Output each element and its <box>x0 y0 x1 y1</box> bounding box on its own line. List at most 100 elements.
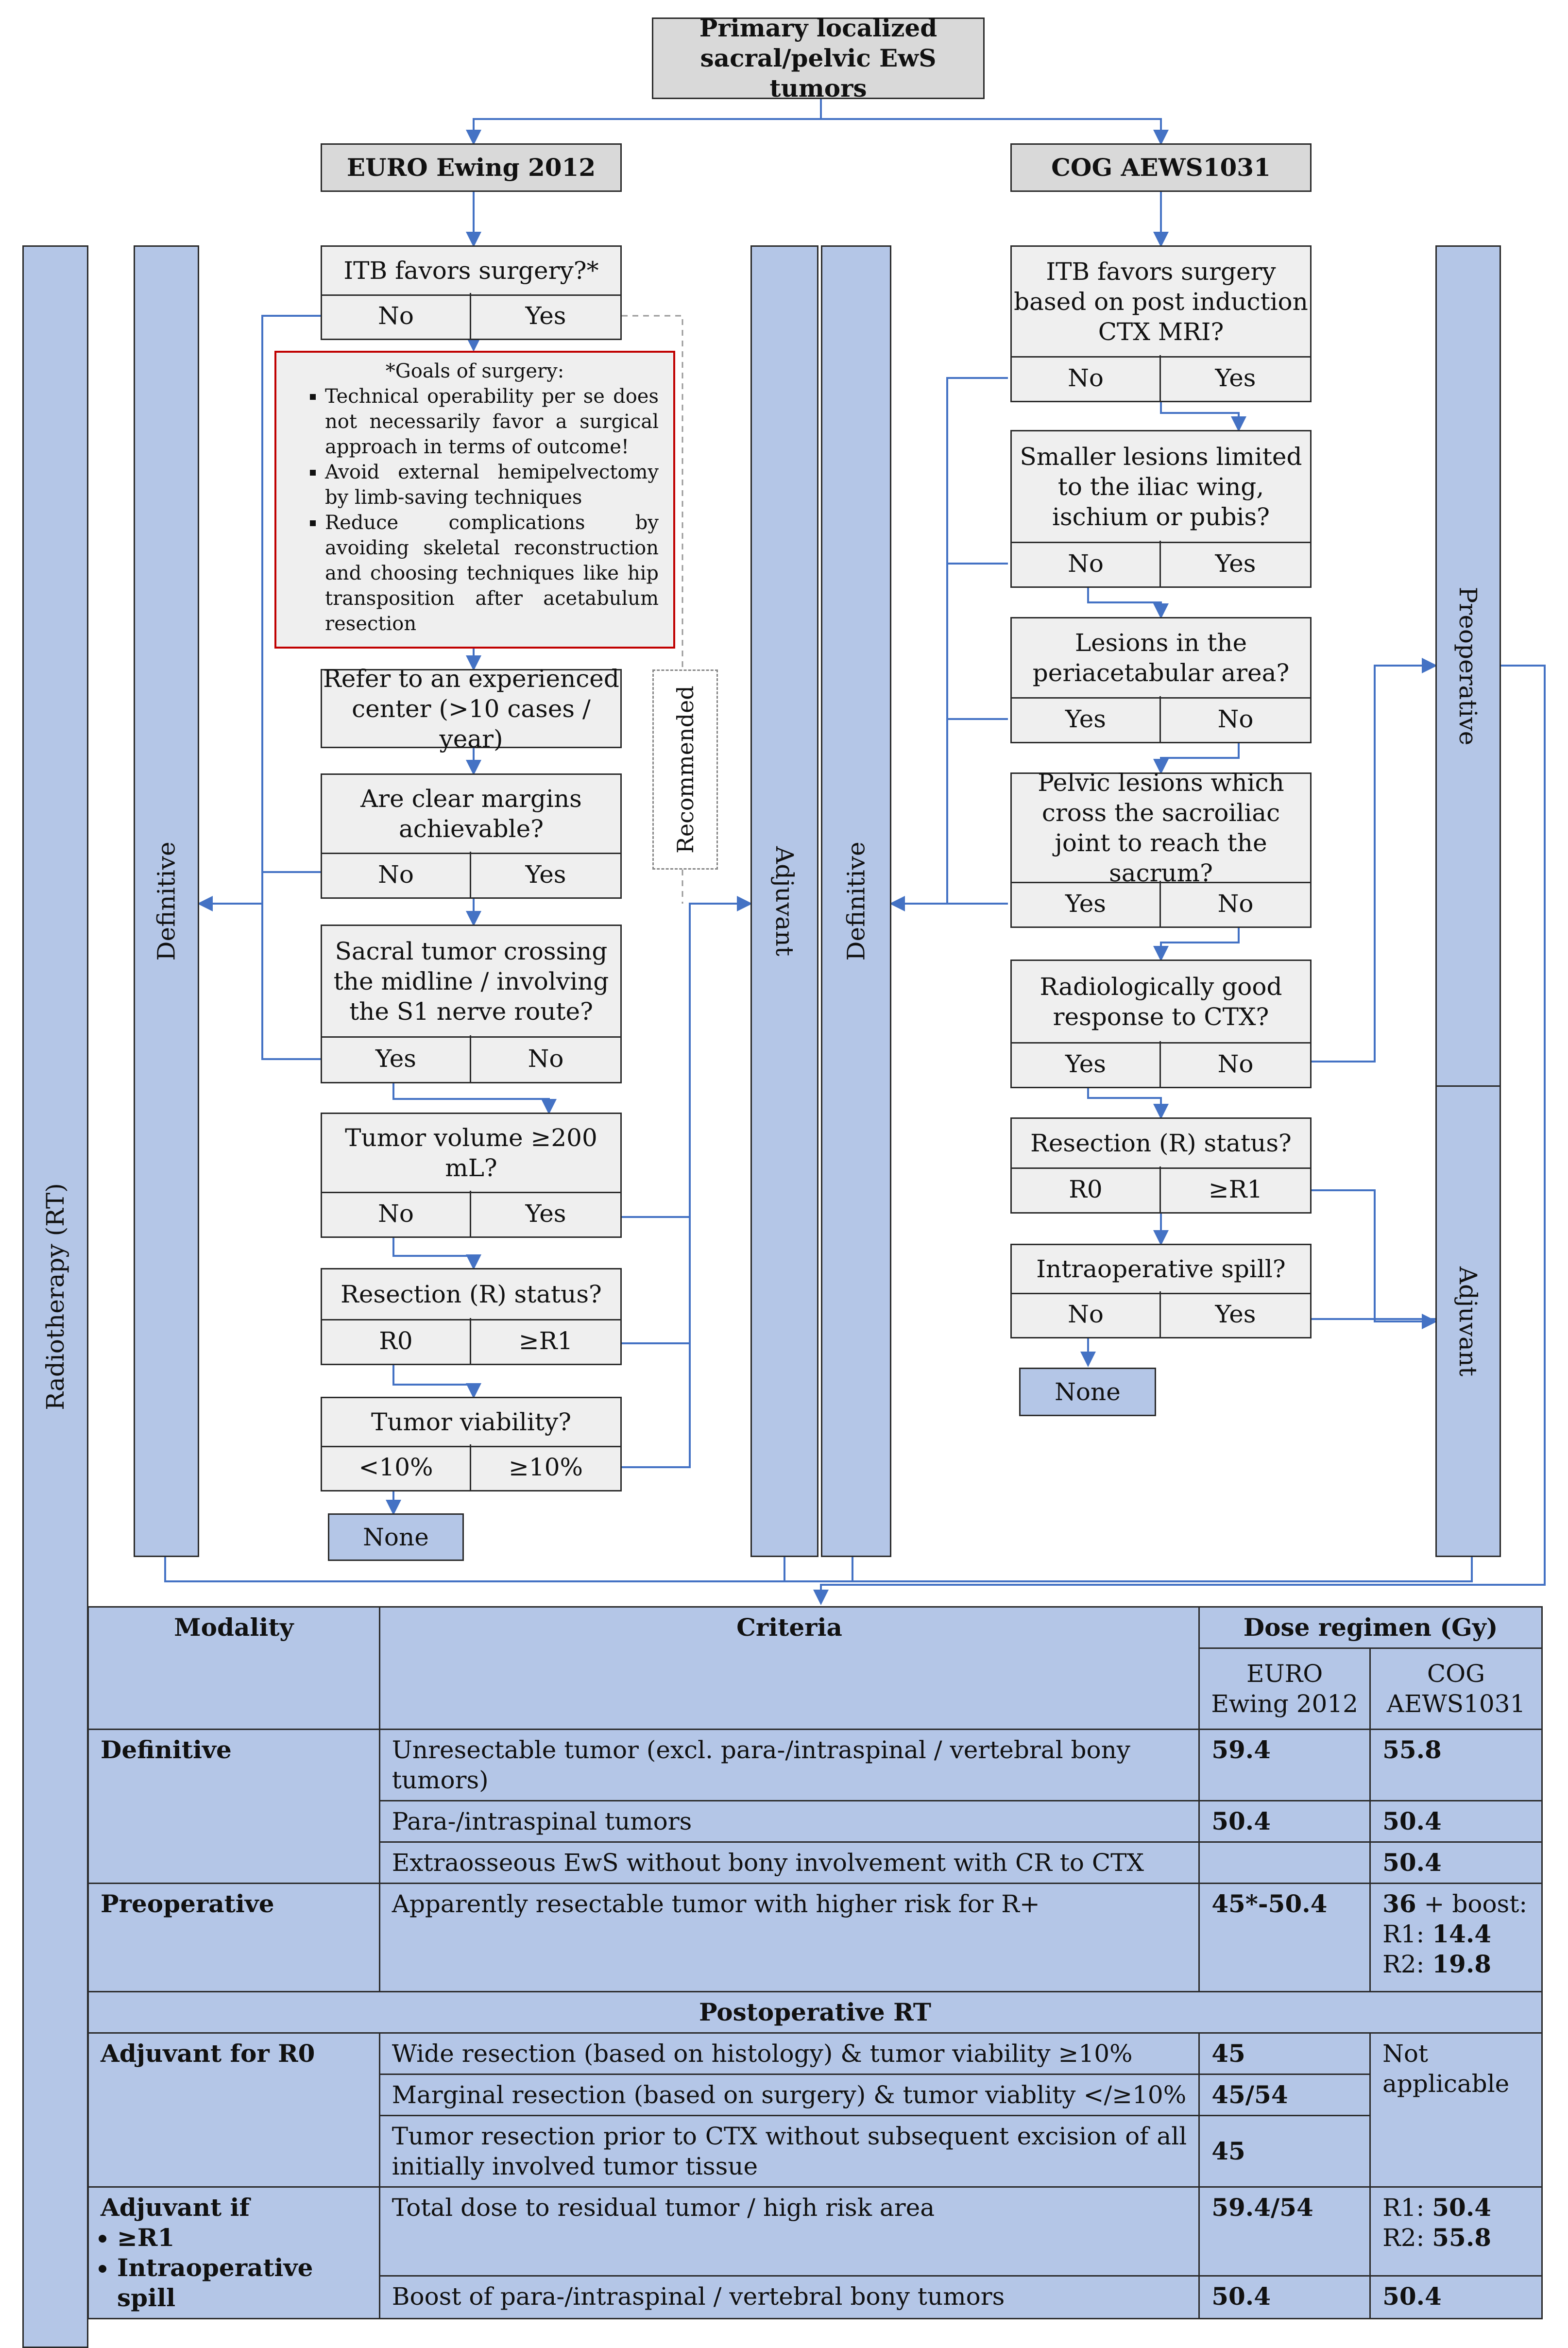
cog-dose-cell: 50.4 <box>1369 2275 1543 2319</box>
cog-dose-value: 55.8 <box>1432 2223 1492 2252</box>
euro-q2-yes: Yes <box>525 860 566 889</box>
euro-q1-yes: Yes <box>525 302 566 330</box>
cog-dose-value: 36 <box>1382 1889 1416 1918</box>
goals-of-surgery-box: *Goals of surgery: Technical operability… <box>274 351 675 649</box>
table-row: Adjuvant if ≥R1 Intraoperative spill Tot… <box>87 2186 1543 2319</box>
euro-q5-question: Resection (R) status? <box>322 1269 620 1320</box>
postoperative-section: Postoperative RT <box>87 1991 1543 2034</box>
header-euro: EURO Ewing 2012 <box>1198 1647 1371 1730</box>
cog-q4-no: No <box>1217 890 1254 918</box>
cog-dose-cell: R1: 50.4 R2: 55.8 <box>1369 2186 1543 2277</box>
cog-dose-value: 19.8 <box>1432 1950 1492 1978</box>
cog-preoperative-label: Preoperative <box>1454 586 1483 746</box>
cog-q6-r0: R0 <box>1012 1166 1161 1212</box>
definitive-label: Definitive <box>87 1729 380 1884</box>
cog-q3: Lesions in the periacetabular area? Yes … <box>1010 617 1312 743</box>
euro-q2-question: Are clear margins achievable? <box>322 775 620 854</box>
euro-definitive-label: Definitive <box>152 841 181 961</box>
euro-q2-no: No <box>322 852 471 897</box>
goals-item: Technical operability per se does not ne… <box>325 384 659 460</box>
euro-q3-no: No <box>528 1045 564 1073</box>
cog-q4-question: Pelvic lesions which cross the sacroilia… <box>1012 769 1310 887</box>
cog-q2-no: No <box>1012 541 1161 586</box>
euro-q2: Are clear margins achievable? No Yes <box>321 773 622 899</box>
euro-q5: Resection (R) status? R0 ≥R1 <box>321 1268 622 1365</box>
refer-label: Refer to an experienced center (>10 case… <box>323 664 619 753</box>
euro-q1-no: No <box>322 293 471 339</box>
rt-bar-label: Radiotherapy (RT) <box>41 1183 70 1410</box>
euro-definitive-bar: Definitive <box>134 245 199 1557</box>
cog-dose-value: 50.4 <box>1432 2193 1492 2222</box>
rt-bar: Radiotherapy (RT) <box>22 245 88 2348</box>
cog-q2-yes: Yes <box>1215 549 1256 578</box>
goals-list: Technical operability per se does not ne… <box>291 384 659 636</box>
cog-dose-cell: 55.8 <box>1369 1729 1543 1801</box>
euro-dose-cell: 45 <box>1198 2115 1371 2188</box>
cog-q3-yes: Yes <box>1012 696 1161 742</box>
euro-adjuvant-label: Adjuvant <box>770 846 799 957</box>
euro-q3: Sacral tumor crossing the midline / invo… <box>321 925 622 1083</box>
cog-dose-cell: Not applicable <box>1369 2032 1543 2188</box>
cog-definitive-bar: Definitive <box>821 245 891 1557</box>
criteria-cell: Marginal resection (based on surgery) & … <box>378 2074 1200 2116</box>
cog-q7-question: Intraoperative spill? <box>1012 1245 1310 1294</box>
header-criteria: Criteria <box>378 1606 1200 1730</box>
cog-q4-yes: Yes <box>1012 881 1161 926</box>
euro-header: EURO Ewing 2012 <box>321 143 622 192</box>
euro-q6-question: Tumor viability? <box>322 1398 620 1447</box>
criteria-cell: Unresectable tumor (excl. para-/intraspi… <box>378 1729 1200 1801</box>
euro-q4-question: Tumor volume ≥200 mL? <box>322 1114 620 1193</box>
euro-dose-cell: 59.4/54 <box>1198 2186 1371 2277</box>
cog-q1-no: No <box>1012 355 1161 401</box>
top-box: Primary localized sacral/pelvic EwS tumo… <box>652 14 985 103</box>
cog-dose-cell: 50.4 <box>1369 1841 1543 1884</box>
euro-q1-question: ITB favors surgery?* <box>322 247 620 296</box>
euro-none-box: None <box>328 1513 464 1561</box>
euro-none-label: None <box>363 1523 429 1551</box>
cog-q3-question: Lesions in the periacetabular area? <box>1012 618 1310 699</box>
cog-none-label: None <box>1055 1378 1121 1406</box>
euro-q1: ITB favors surgery?* No Yes <box>321 245 622 340</box>
goals-item: Reduce complications by avoiding skeleta… <box>325 510 659 636</box>
table-subheader-row: EURO Ewing 2012 COG AEWS1031 <box>88 1647 1543 1730</box>
cog-q3-no: No <box>1217 705 1254 733</box>
euro-q6: Tumor viability? <10% ≥10% <box>321 1397 622 1491</box>
table-section-row: Postoperative RT <box>87 1991 1543 2034</box>
euro-dose-cell: 45 <box>1198 2032 1371 2075</box>
cog-dose-note: R1: <box>1382 1920 1432 1948</box>
criteria-cell: Extraosseous EwS without bony involvemen… <box>378 1841 1200 1884</box>
adjuvant-if-title: Adjuvant if <box>101 2193 250 2222</box>
criteria-cell: Total dose to residual tumor / high risk… <box>378 2186 1200 2277</box>
cog-q7: Intraoperative spill? No Yes <box>1010 1244 1312 1338</box>
refer-box: Refer to an experienced center (>10 case… <box>321 665 622 753</box>
euro-q4-yes: Yes <box>525 1200 566 1228</box>
cog-q2-question: Smaller lesions limited to the iliac win… <box>1012 431 1310 543</box>
cog-none-box: None <box>1019 1368 1156 1416</box>
euro-dose-cell: 45*-50.4 <box>1198 1883 1371 1992</box>
cog-q5-yes: Yes <box>1012 1041 1161 1087</box>
recommended-box: Recommended <box>652 669 718 870</box>
euro-q6-low: <10% <box>322 1444 471 1490</box>
euro-q4-no: No <box>322 1191 471 1236</box>
cog-dose-cell: 36 + boost: R1: 14.4 R2: 19.8 <box>1369 1883 1543 1992</box>
cog-dose-cell: 50.4 <box>1369 1800 1543 1843</box>
cog-preoperative-bar: Preoperative <box>1435 245 1501 1087</box>
euro-q5-r0: R0 <box>322 1318 471 1364</box>
euro-q5-r1: ≥R1 <box>518 1327 573 1355</box>
cog-q1-yes: Yes <box>1215 364 1256 392</box>
cog-q5: Radiologically good response to CTX? Yes… <box>1010 960 1312 1088</box>
table-row: Marginal resection (based on surgery) & … <box>88 2074 1542 2116</box>
header-dose: Dose regimen (Gy) <box>1198 1606 1543 1649</box>
table-row: Extraosseous EwS without bony involvemen… <box>88 1841 1543 1884</box>
table-row: Definitive Unresectable tumor (excl. par… <box>87 1729 1543 1884</box>
cog-definitive-label: Definitive <box>842 841 870 961</box>
adjuvant-if-list: ≥R1 Intraoperative spill <box>101 2223 367 2313</box>
criteria-cell: Para-/intraspinal tumors <box>378 1800 1200 1843</box>
cog-dose-note: + boost: <box>1416 1890 1528 1918</box>
cog-dose-note: R2: <box>1382 2224 1432 2252</box>
cog-adjuvant-label: Adjuvant <box>1454 1266 1483 1376</box>
adjuvant-r0-label: Adjuvant for R0 <box>87 2032 380 2188</box>
cog-dose-note: R1: <box>1382 2194 1432 2222</box>
preoperative-label: Preoperative <box>87 1883 380 1992</box>
